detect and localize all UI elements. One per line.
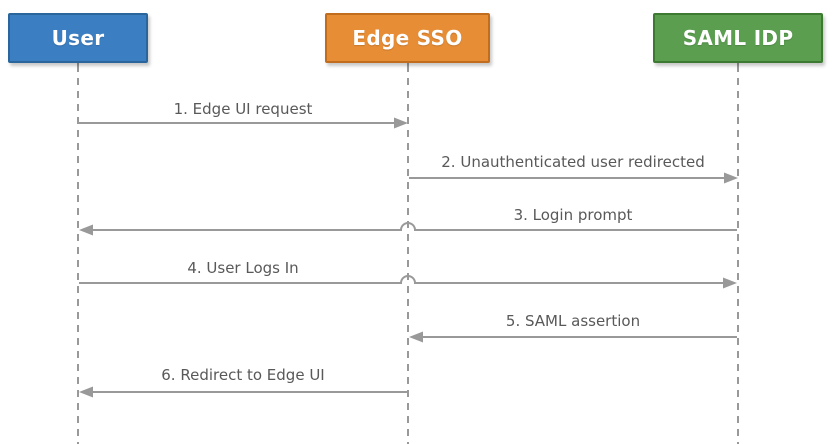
- message-label-6: 6. Redirect to Edge UI: [161, 366, 325, 384]
- actor-box-saml-idp: SAML IDP: [653, 13, 823, 63]
- arrowhead-left-icon: [79, 224, 93, 236]
- arrowhead-right-icon: [394, 117, 408, 129]
- message-label-1: 1. Edge UI request: [173, 100, 313, 118]
- message-4-arrow: [79, 275, 737, 289]
- message-5-arrow: [409, 331, 737, 343]
- actor-box-user: User: [8, 13, 148, 63]
- message-6-arrow: [79, 386, 407, 398]
- message-label-5: 5. SAML assertion: [505, 312, 641, 330]
- message-label-2: 2. Unauthenticated user redirected: [441, 153, 705, 171]
- actor-box-edge-sso: Edge SSO: [325, 13, 490, 63]
- arrowhead-right-icon: [723, 277, 737, 289]
- message-2-arrow: [409, 172, 738, 184]
- message-label-4: 4. User Logs In: [187, 259, 299, 277]
- arrowhead-right-icon: [724, 172, 738, 184]
- actor-label-saml-idp: SAML IDP: [682, 26, 794, 50]
- arrowhead-left-icon: [79, 386, 93, 398]
- message-3-arrow: [79, 222, 737, 236]
- actor-label-edge-sso: Edge SSO: [352, 26, 463, 50]
- arrowhead-left-icon: [409, 331, 423, 343]
- actor-label-user: User: [51, 26, 105, 50]
- message-1-arrow: [79, 117, 408, 129]
- message-label-3: 3. Login prompt: [513, 206, 633, 224]
